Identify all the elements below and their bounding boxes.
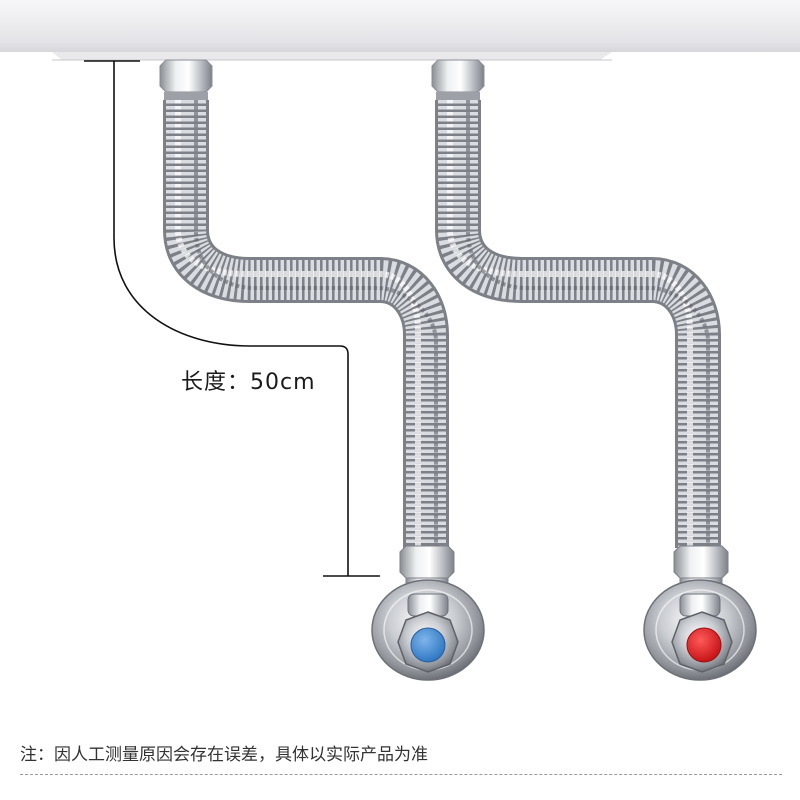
- dashed-divider: [20, 774, 782, 775]
- measurement-guide: [84, 60, 380, 577]
- disclaimer-note: 注：因人工测量原因会存在误差，具体以实际产品为准: [20, 745, 428, 765]
- length-label: 长度：50cm: [181, 370, 316, 395]
- angle-valve-cold: [371, 545, 485, 681]
- cold-handle-cap: [410, 627, 446, 663]
- hose-cold: [159, 59, 449, 548]
- cabinet-bottom: [0, 0, 800, 61]
- hot-handle-cap: [686, 627, 722, 663]
- hose-hot: [431, 59, 721, 548]
- angle-valve-hot: [643, 545, 757, 681]
